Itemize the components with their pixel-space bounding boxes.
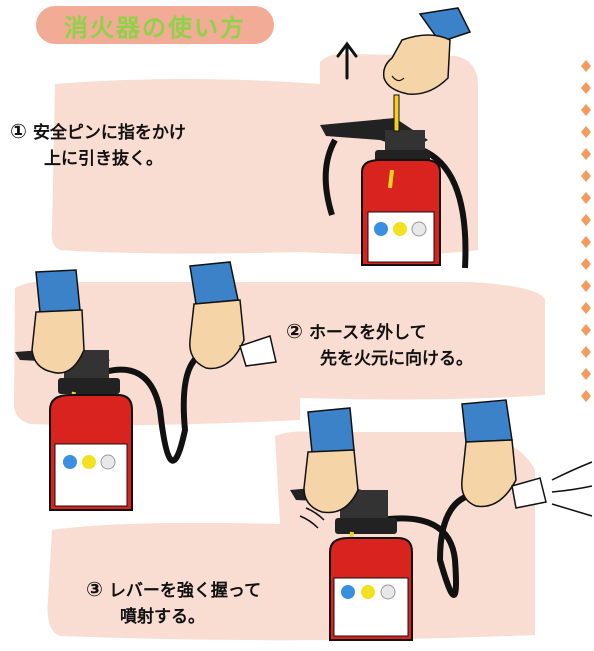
step-2-line1: ホースを外して [308, 323, 427, 343]
panel-step2 [14, 281, 545, 426]
hand-step1 [382, 7, 472, 95]
step-3-line2: 噴射する。 [120, 607, 205, 627]
hand-step2-left [31, 269, 85, 374]
page-title: 消火器の使い方 [64, 13, 246, 42]
border-diamonds [581, 60, 591, 402]
up-arrow-icon [336, 41, 358, 80]
step-1-line2: 上に引き抜く。 [44, 149, 163, 169]
hand-step3-right [461, 399, 547, 509]
title-banner: 消火器の使い方 [36, 6, 274, 44]
step-3-line1: レバーを強く握って [108, 581, 262, 601]
step-2-line2: 先を火元に向ける。 [320, 349, 473, 369]
extinguisher-step3 [290, 485, 476, 641]
step-2-number: ② [286, 319, 303, 343]
hand-step3-left [303, 407, 359, 514]
step-1-line1: 安全ピンに指をかけ [32, 123, 186, 143]
step-1-number: ① [10, 119, 27, 143]
extinguisher-step1 [320, 94, 469, 269]
panel-step3 [47, 431, 535, 641]
extinguisher-step2 [15, 348, 211, 511]
spray-lines-icon [299, 461, 593, 529]
step-3-number: ③ [86, 577, 103, 601]
hand-step2-right [189, 261, 277, 370]
